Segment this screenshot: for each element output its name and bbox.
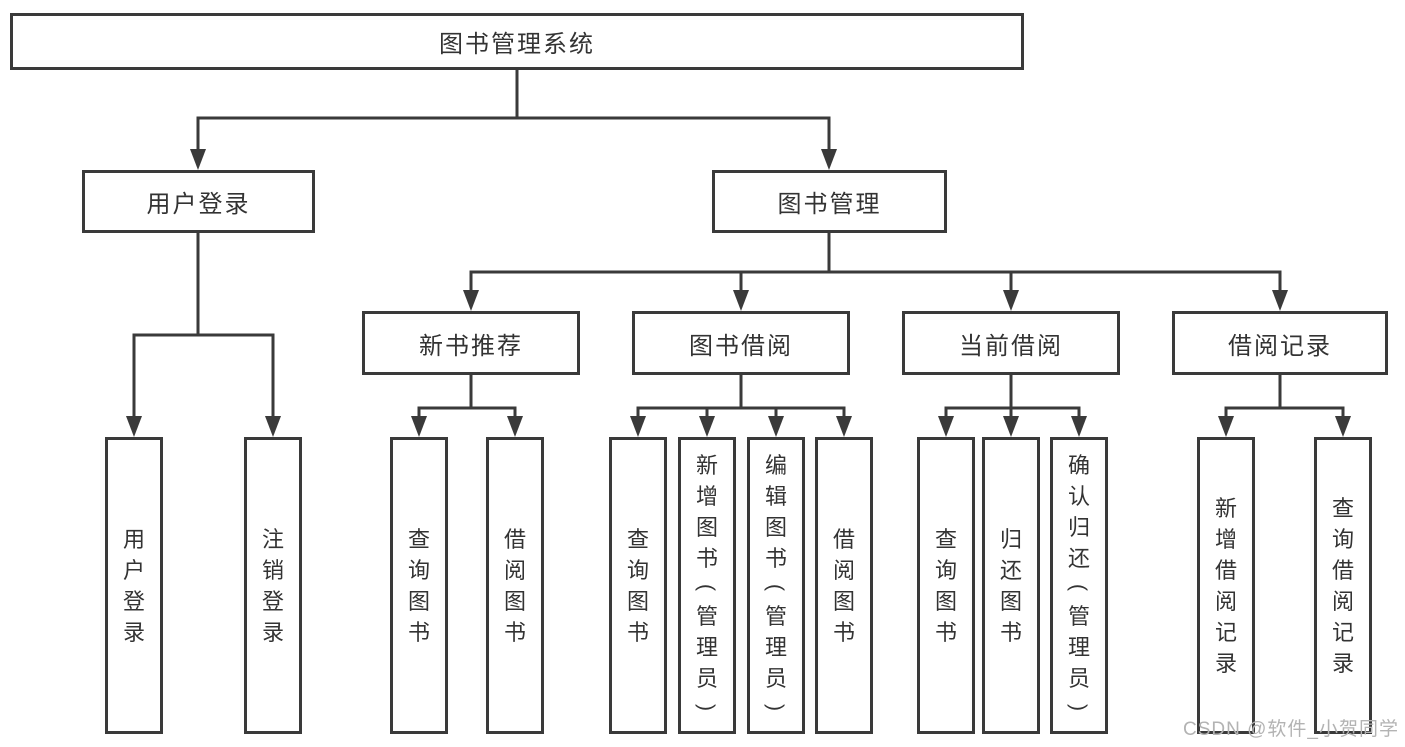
leaf-user-login: 用户登录 [105,437,163,734]
node-book-borrow: 图书借阅 [632,311,850,375]
leaf-logout-label: 注销登录 [261,526,284,645]
leaf-edit-books-admin: 编辑图书(管理员) [747,437,805,734]
watermark-text: CSDN @软件_小贺同学 [1183,719,1399,740]
node-root: 图书管理系统 [10,13,1024,70]
leaf-borrow-books-newbook: 借阅图书 [486,437,544,734]
node-borrow-record: 借阅记录 [1172,311,1388,375]
node-user-login-label: 用户登录 [146,191,251,218]
leaf-return-books: 归还图书 [982,437,1040,734]
leaf-borrow-books-newbook-label: 借阅图书 [503,526,526,645]
node-new-book-recommend: 新书推荐 [362,311,580,375]
leaf-user-login-label: 用户登录 [122,526,145,645]
leaf-query-borrow-record: 查询借阅记录 [1314,437,1372,734]
leaf-query-books-borrow: 查询图书 [609,437,667,734]
leaf-confirm-return-admin: 确认归还(管理员) [1050,437,1108,734]
leaf-borrow-books-borrow-label: 借阅图书 [832,526,855,645]
node-book-management: 图书管理 [712,170,947,233]
leaf-borrow-books-borrow: 借阅图书 [815,437,873,734]
node-book-management-label: 图书管理 [777,191,882,218]
node-borrow-record-label: 借阅记录 [1228,332,1332,360]
leaf-return-books-label: 归还图书 [999,526,1022,645]
leaf-add-books-admin: 新增图书(管理员) [678,437,736,734]
leaf-query-borrow-record-label: 查询借阅记录 [1331,495,1354,676]
leaf-query-books-current-label: 查询图书 [934,526,957,645]
leaf-query-books-borrow-label: 查询图书 [626,526,649,645]
node-book-borrow-label: 图书借阅 [689,332,793,360]
node-current-borrow-label: 当前借阅 [959,332,1063,360]
leaf-query-books-current: 查询图书 [917,437,975,734]
leaf-edit-books-admin-label: 编辑图书(管理员) [764,453,788,711]
leaf-query-books-newbook: 查询图书 [390,437,448,734]
leaf-add-borrow-record: 新增借阅记录 [1197,437,1255,734]
leaf-logout: 注销登录 [244,437,302,734]
node-new-book-recommend-label: 新书推荐 [419,332,523,360]
leaf-add-borrow-record-label: 新增借阅记录 [1214,495,1237,676]
node-current-borrow: 当前借阅 [902,311,1120,375]
leaf-add-books-admin-label: 新增图书(管理员) [695,453,719,711]
leaf-query-books-newbook-label: 查询图书 [407,526,430,645]
node-root-label: 图书管理系统 [439,31,595,58]
leaf-confirm-return-admin-label: 确认归还(管理员) [1067,453,1091,711]
node-user-login: 用户登录 [82,170,315,233]
